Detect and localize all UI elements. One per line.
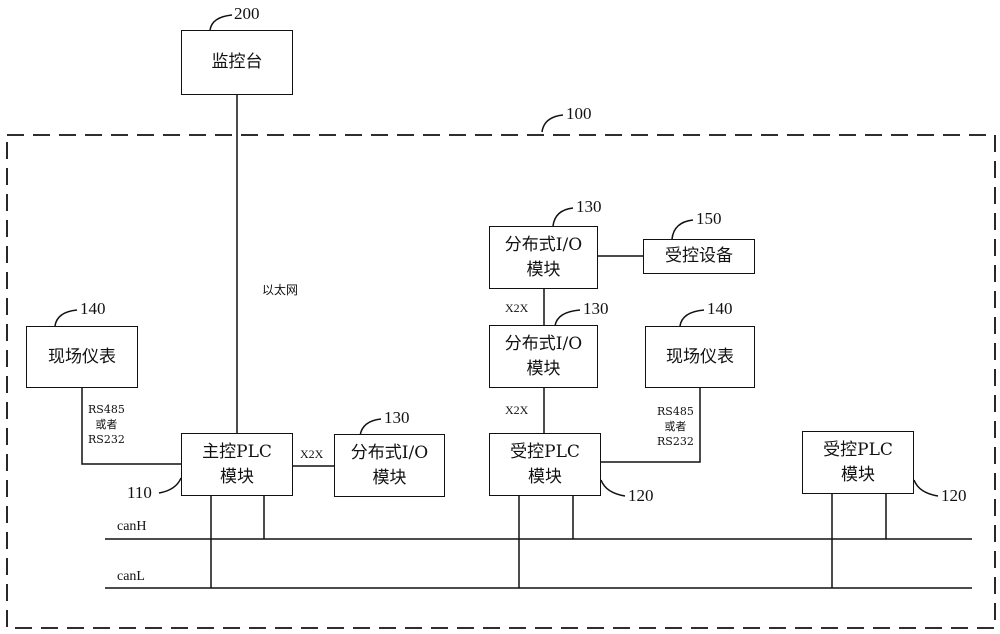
ref-controlled-plc-2: 120 xyxy=(941,486,967,505)
x2x-label-upper: X2X xyxy=(505,301,529,315)
controlled-plc-box-1: 受控PLC 模块 xyxy=(489,433,601,496)
serial-label-line: 或者 xyxy=(95,418,118,431)
field-instrument-box-right: 现场仪表 xyxy=(645,326,755,388)
controlled-device-label: 受控设备 xyxy=(665,246,733,266)
ethernet-label: 以太网 xyxy=(262,283,299,297)
leader-dio-main xyxy=(359,418,382,437)
controlled-plc-label: 受控PLC xyxy=(510,441,580,462)
controlled-device-box: 受控设备 xyxy=(643,239,755,274)
serial-label-left: RS485 或者 RS232 xyxy=(88,402,125,447)
serial-link-right xyxy=(601,388,701,463)
leader-dio-top xyxy=(552,207,574,227)
x2x-label-lower: X2X xyxy=(505,403,529,417)
ref-system: 100 xyxy=(566,104,592,123)
ref-dio-top: 130 xyxy=(576,197,602,216)
ref-master-plc: 110 xyxy=(127,483,152,502)
distributed-io-label: 分布式I/O xyxy=(504,333,583,354)
leader-slave2 xyxy=(913,479,939,497)
controlled-plc-label-line2: 模块 xyxy=(841,464,875,485)
can-l-label: canL xyxy=(117,569,145,584)
leader-monitor xyxy=(209,14,233,31)
ref-monitor: 200 xyxy=(234,4,260,23)
ref-field-left: 140 xyxy=(80,299,106,318)
distributed-io-label: 分布式I/O xyxy=(350,442,429,463)
leader-device xyxy=(671,219,694,240)
distributed-io-label-line2: 模块 xyxy=(526,259,561,280)
master-plc-box: 主控PLC 模块 xyxy=(181,433,293,496)
controlled-plc-label-line2: 模块 xyxy=(528,466,562,487)
distributed-io-box-main: 分布式I/O 模块 xyxy=(334,434,445,497)
monitor-station-label: 监控台 xyxy=(211,52,263,72)
x2x-label-master: X2X xyxy=(300,447,324,461)
distributed-io-label: 分布式I/O xyxy=(504,234,583,255)
leader-field-right xyxy=(679,309,705,327)
leader-system xyxy=(541,114,564,133)
ref-controlled-plc-1: 120 xyxy=(628,486,654,505)
field-instrument-label: 现场仪表 xyxy=(666,346,734,367)
serial-label-line: RS485 xyxy=(657,405,694,418)
serial-label-line: RS232 xyxy=(88,433,125,446)
leader-master xyxy=(158,477,182,494)
distributed-io-label-line2: 模块 xyxy=(372,467,407,488)
master-plc-label-line2: 模块 xyxy=(220,466,254,487)
serial-label-line: RS485 xyxy=(88,403,125,416)
distributed-io-label-line2: 模块 xyxy=(526,358,561,379)
system-boundary xyxy=(6,134,996,629)
controlled-plc-label: 受控PLC xyxy=(823,439,893,460)
distributed-io-box-top: 分布式I/O 模块 xyxy=(489,226,598,289)
ref-field-right: 140 xyxy=(707,299,733,318)
serial-label-line: 或者 xyxy=(664,420,687,433)
master-plc-label: 主控PLC xyxy=(202,441,272,462)
leader-dio-mid xyxy=(554,309,581,327)
field-instrument-box-left: 现场仪表 xyxy=(26,326,138,388)
serial-label-right: RS485 或者 RS232 xyxy=(657,404,694,449)
field-instrument-label: 现场仪表 xyxy=(48,346,116,367)
ref-controlled-device: 150 xyxy=(696,209,722,228)
controlled-plc-box-2: 受控PLC 模块 xyxy=(802,431,914,494)
serial-label-line: RS232 xyxy=(657,435,694,448)
leader-field-left xyxy=(54,309,78,327)
monitor-station-box: 监控台 xyxy=(181,30,293,95)
leader-slave1 xyxy=(600,479,626,497)
ref-dio-main: 130 xyxy=(384,408,410,427)
serial-link-left xyxy=(81,388,181,465)
ref-dio-middle: 130 xyxy=(583,299,609,318)
distributed-io-box-middle: 分布式I/O 模块 xyxy=(489,325,598,388)
can-h-label: canH xyxy=(117,519,147,534)
